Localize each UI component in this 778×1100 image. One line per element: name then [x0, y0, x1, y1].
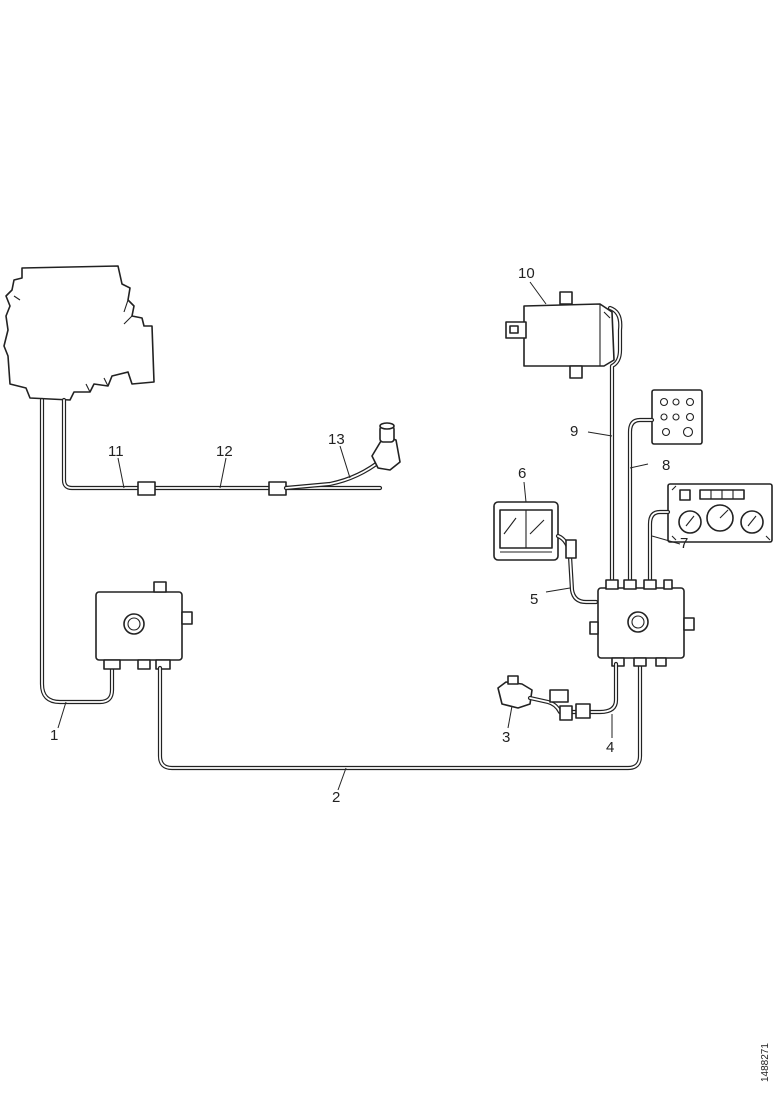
reference-code: 1488271 [760, 1043, 771, 1082]
connector-4b [559, 705, 573, 721]
cable-13-sensor [283, 422, 401, 491]
cable-8 [627, 417, 655, 591]
cable-connector-12 [268, 481, 287, 496]
connector-4c [575, 703, 591, 719]
cable-4 [527, 661, 619, 721]
callouts: 1 2 3 4 5 6 7 8 9 10 11 12 13 [50, 265, 688, 806]
cable-9 [607, 305, 623, 591]
unit-10 [505, 291, 615, 379]
callout-5: 5 [530, 591, 538, 608]
instrument-6 [493, 501, 559, 561]
cable-7 [647, 509, 671, 591]
cable-1 [39, 397, 115, 705]
callout-10: 10 [518, 265, 535, 282]
panel-7 [667, 483, 773, 543]
callout-4: 4 [606, 739, 614, 756]
component-3 [497, 675, 533, 709]
leader-lines [57, 281, 681, 791]
callout-11: 11 [108, 443, 124, 460]
cable-11-12 [61, 397, 383, 496]
callout-7: 7 [680, 535, 688, 552]
callout-2: 2 [332, 789, 340, 806]
callout-3: 3 [502, 729, 510, 746]
cable-2 [157, 657, 643, 771]
callout-1: 1 [50, 727, 58, 744]
callout-12: 12 [216, 443, 233, 460]
callout-9: 9 [570, 423, 578, 440]
callout-8: 8 [662, 457, 670, 474]
callout-13: 13 [328, 431, 345, 448]
panel-8 [651, 389, 703, 445]
cable-5 [555, 533, 599, 605]
sensor-13 [371, 422, 401, 471]
junction-box-right [589, 579, 695, 667]
engine-unit [3, 265, 155, 401]
cable-connector-11 [137, 481, 156, 496]
junction-box-left [95, 581, 193, 670]
callout-6: 6 [518, 465, 526, 482]
connector-4a [549, 689, 569, 703]
